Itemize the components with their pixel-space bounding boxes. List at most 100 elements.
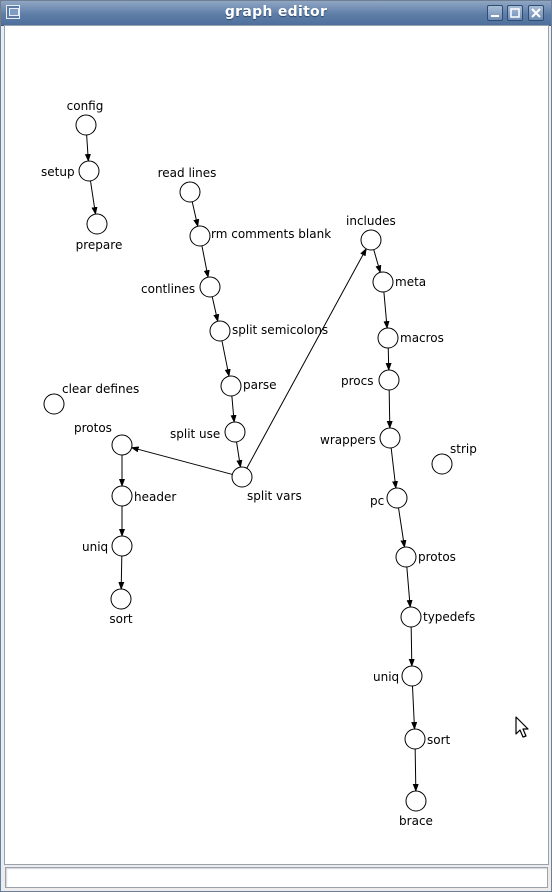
edge-read_lines-to-rm_comments_blank[interactable] bbox=[191, 201, 200, 228]
node-circle[interactable] bbox=[378, 369, 400, 391]
node-circle[interactable] bbox=[111, 535, 133, 557]
edge-meta-to-macros[interactable] bbox=[383, 291, 390, 330]
edge-rm_comments_blank-to-contlines[interactable] bbox=[201, 245, 210, 279]
node-label: rm comments blank bbox=[211, 227, 331, 241]
node-uniq_left[interactable]: uniq bbox=[82, 535, 133, 557]
node-circle[interactable] bbox=[86, 213, 108, 235]
node-brace[interactable]: brace bbox=[399, 790, 433, 828]
close-icon bbox=[531, 8, 541, 18]
node-sort_right[interactable]: sort bbox=[404, 728, 451, 750]
node-split_semicolons[interactable]: split semicolons bbox=[209, 320, 328, 342]
node-circle[interactable] bbox=[404, 728, 426, 750]
node-circle[interactable] bbox=[220, 375, 242, 397]
minimize-button[interactable] bbox=[487, 5, 503, 21]
node-strip[interactable]: strip bbox=[431, 442, 477, 475]
edge-parse-to-split_use[interactable] bbox=[230, 395, 237, 424]
node-circle[interactable] bbox=[231, 466, 253, 488]
edge-sort_right-to-brace[interactable] bbox=[412, 748, 419, 793]
edge-config-to-setup[interactable] bbox=[84, 134, 91, 163]
node-label: prepare bbox=[76, 238, 123, 252]
maximize-button[interactable] bbox=[507, 5, 523, 21]
node-pc[interactable]: pc bbox=[370, 487, 408, 509]
node-label: includes bbox=[346, 214, 396, 228]
edge-macros-to-procs[interactable] bbox=[385, 347, 392, 372]
node-clear_defines[interactable]: clear defines bbox=[43, 382, 139, 415]
node-prepare[interactable]: prepare bbox=[76, 213, 123, 252]
node-label: wrappers bbox=[320, 433, 376, 447]
node-circle[interactable] bbox=[431, 453, 453, 475]
edge-split_semicolons-to-parse[interactable] bbox=[221, 340, 231, 378]
edge-uniq_left-to-sort_left[interactable] bbox=[118, 555, 125, 591]
node-label: setup bbox=[41, 165, 75, 179]
edge-setup-to-prepare[interactable] bbox=[89, 180, 98, 216]
node-read_lines[interactable]: read lines bbox=[158, 166, 217, 203]
node-macros[interactable]: macros bbox=[377, 327, 444, 349]
node-label: parse bbox=[243, 378, 277, 392]
node-meta[interactable]: meta bbox=[372, 271, 426, 293]
node-circle[interactable] bbox=[75, 114, 97, 136]
node-label: split vars bbox=[247, 489, 302, 503]
node-circle[interactable] bbox=[395, 546, 417, 568]
node-protos_left[interactable]: protos bbox=[74, 421, 133, 456]
node-circle[interactable] bbox=[360, 229, 382, 251]
edge-procs-to-wrappers[interactable] bbox=[386, 389, 393, 430]
node-wrappers[interactable]: wrappers bbox=[320, 427, 401, 449]
graph-drawing[interactable]: config setup prepare read lines rm comments … bbox=[5, 26, 548, 864]
node-rm_comments_blank[interactable]: rm comments blank bbox=[189, 225, 331, 247]
node-split_use[interactable]: split use bbox=[170, 421, 246, 443]
edge-wrappers-to-pc[interactable] bbox=[390, 447, 399, 490]
node-circle[interactable] bbox=[110, 588, 132, 610]
node-circle[interactable] bbox=[78, 160, 100, 182]
node-label: brace bbox=[399, 814, 433, 828]
edge-split_vars-to-protos_left[interactable] bbox=[130, 446, 233, 475]
node-circle[interactable] bbox=[111, 485, 133, 507]
node-setup[interactable]: setup bbox=[41, 160, 100, 182]
node-label: read lines bbox=[158, 166, 217, 180]
maximize-icon bbox=[510, 8, 520, 18]
node-circle[interactable] bbox=[209, 320, 231, 342]
edge-split_use-to-split_vars[interactable] bbox=[236, 441, 243, 469]
node-circle[interactable] bbox=[386, 487, 408, 509]
title-bar[interactable]: graph editor bbox=[1, 1, 551, 26]
graph-canvas[interactable]: config setup prepare read lines rm comments … bbox=[4, 25, 549, 865]
node-protos_right[interactable]: protos bbox=[395, 546, 456, 568]
node-contlines[interactable]: contlines bbox=[141, 276, 221, 298]
node-procs[interactable]: procs bbox=[341, 369, 400, 391]
edge-protos_right-to-typedefs[interactable] bbox=[406, 566, 413, 609]
node-typedefs[interactable]: typedefs bbox=[400, 606, 475, 628]
close-button[interactable] bbox=[528, 5, 544, 21]
node-circle[interactable] bbox=[379, 427, 401, 449]
node-label: split semicolons bbox=[232, 323, 328, 337]
node-split_vars[interactable]: split vars bbox=[231, 466, 302, 503]
node-circle[interactable] bbox=[401, 665, 423, 687]
edge-includes-to-meta[interactable] bbox=[373, 249, 382, 274]
node-circle[interactable] bbox=[400, 606, 422, 628]
edge-typedefs-to-uniq_right[interactable] bbox=[408, 626, 415, 668]
node-label: uniq bbox=[82, 540, 108, 554]
node-sort_left[interactable]: sort bbox=[109, 588, 133, 626]
edge-contlines-to-split_semicolons[interactable] bbox=[211, 296, 220, 323]
node-header[interactable]: header bbox=[111, 485, 176, 507]
edge-pc-to-protos_right[interactable] bbox=[398, 507, 407, 549]
node-circle[interactable] bbox=[111, 434, 133, 456]
node-circle[interactable] bbox=[199, 276, 221, 298]
node-circle[interactable] bbox=[224, 421, 246, 443]
window-title: graph editor bbox=[224, 4, 328, 20]
node-circle[interactable] bbox=[377, 327, 399, 349]
node-circle[interactable] bbox=[189, 225, 211, 247]
node-label: config bbox=[67, 99, 104, 113]
node-config[interactable]: config bbox=[67, 99, 104, 136]
edge-uniq_right-to-sort_right[interactable] bbox=[411, 685, 418, 731]
node-includes[interactable]: includes bbox=[346, 214, 396, 251]
node-circle[interactable] bbox=[405, 790, 427, 812]
mouse-pointer-icon bbox=[515, 716, 529, 738]
node-label: sort bbox=[427, 733, 451, 747]
node-label: pc bbox=[370, 494, 384, 508]
edge-split_vars-to-includes[interactable] bbox=[246, 247, 367, 469]
node-circle[interactable] bbox=[43, 393, 65, 415]
node-circle[interactable] bbox=[372, 271, 394, 293]
node-uniq_right[interactable]: uniq bbox=[373, 665, 423, 687]
window-menu-icon[interactable] bbox=[6, 5, 20, 19]
node-parse[interactable]: parse bbox=[220, 375, 277, 397]
node-circle[interactable] bbox=[179, 181, 201, 203]
